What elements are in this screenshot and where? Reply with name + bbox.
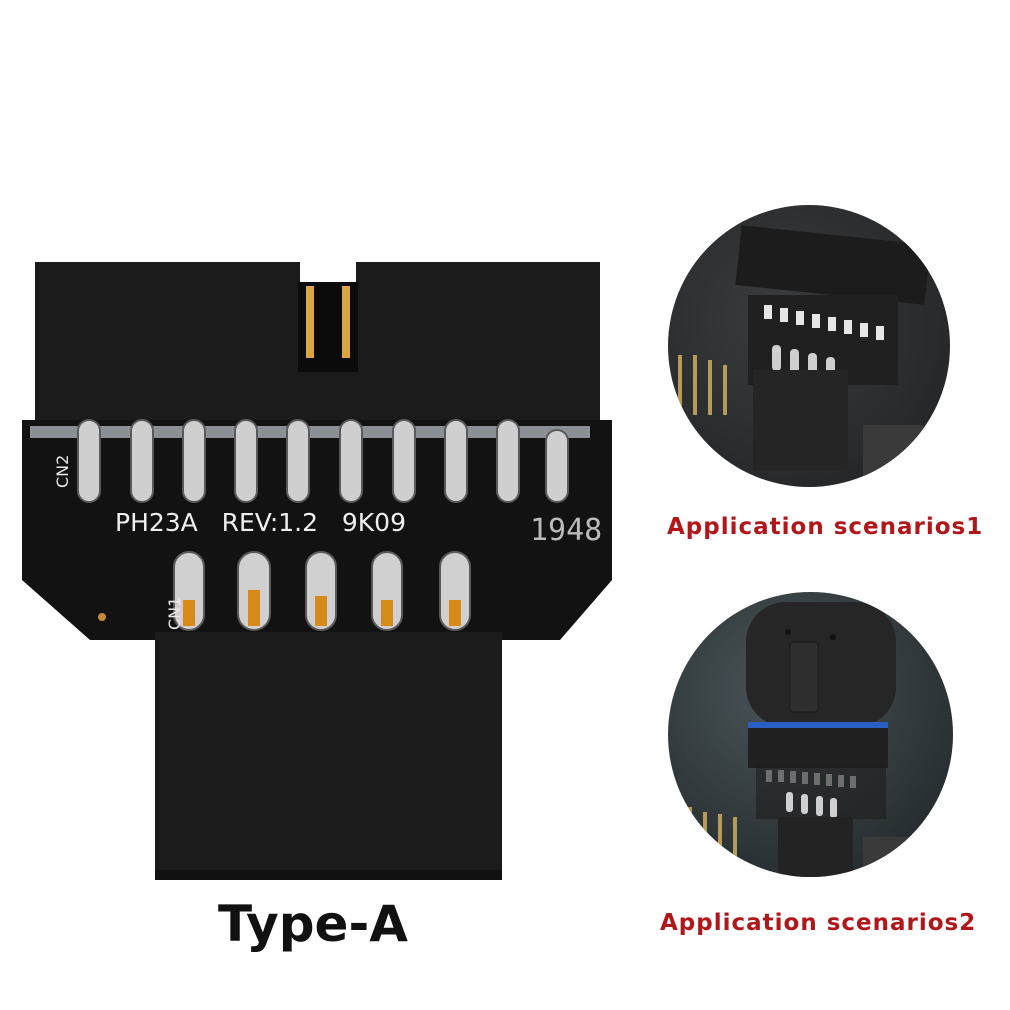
product-image: CN2 CN1 PH23A REV:1.2 9K09 1948 [22, 262, 612, 894]
scenario-1-caption: Application scenarios1 [667, 514, 984, 540]
product-type-label: Type-A [218, 895, 408, 953]
adapter-installed-icon [678, 225, 931, 485]
cn1-label: CN1 [165, 597, 184, 630]
scenario-1-photo [668, 205, 950, 487]
cn2-label: CN2 [53, 455, 72, 488]
pcb-marking: PH23A REV:1.2 9K09 [115, 508, 406, 537]
adapter-icon: CN2 CN1 PH23A REV:1.2 9K09 1948 [22, 262, 612, 894]
usb-header-installed-icon [688, 602, 923, 877]
date-code: 1948 [530, 513, 602, 548]
scenario-2-caption: Application scenarios2 [660, 910, 977, 936]
scenario-2-photo [668, 592, 953, 877]
